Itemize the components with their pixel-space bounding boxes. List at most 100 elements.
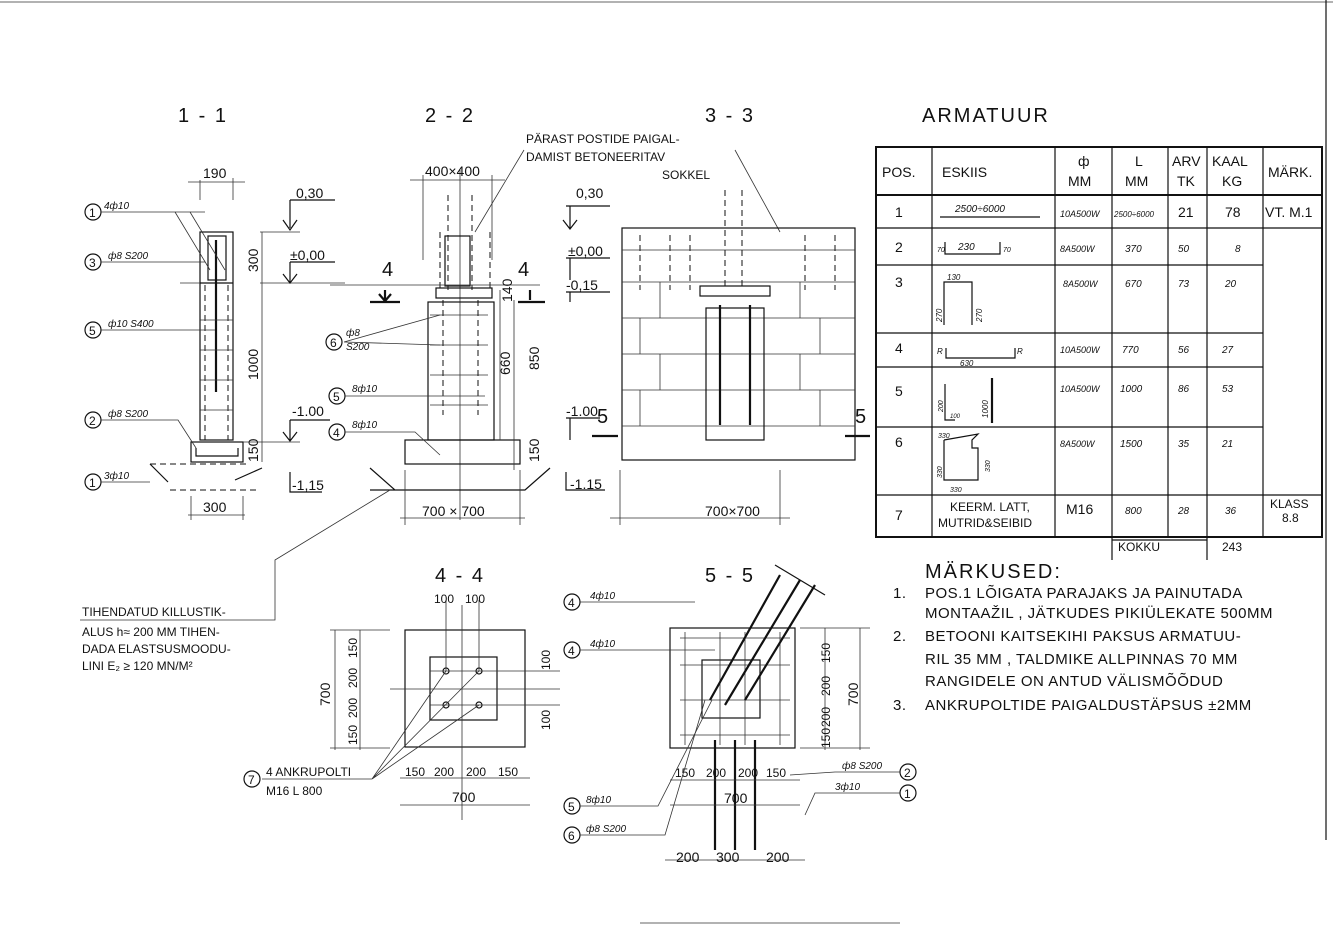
table-row: 5 200 100 1000 10A500W 1000 86 53 [895, 378, 1234, 423]
cut-marker-5-left: 5 [597, 406, 610, 428]
label: 2500÷6000 [1113, 210, 1155, 219]
note-1-line-2: MONTAAŽIL , JÄTKUDES PIKIÜLEKATE 500MM [925, 604, 1273, 622]
label: 70 [1003, 247, 1011, 254]
table-row: 2 230 70 70 8A500W 370 50 8 [895, 239, 1241, 255]
label: 4 [333, 426, 340, 440]
label: 4ф10 [104, 200, 129, 212]
label: 330 [985, 460, 992, 472]
block-pattern [622, 249, 855, 427]
table-row: 7 KEERM. LATT, MUTRID&SEIBID M16 800 28 … [895, 497, 1309, 530]
table-grid [876, 147, 1322, 560]
label: 7 [895, 507, 903, 523]
table-row: 6 330 330 330 330 8A500W 1500 35 21 [895, 433, 1233, 494]
label: 3 [89, 256, 96, 270]
callout-2: 2 ф8 S200 [84, 408, 197, 449]
note-2-line-3: RANGIDELE ON ANTUD VÄLISMÕÕDUD [925, 673, 1223, 690]
label: 5 [333, 390, 340, 404]
header-eskiis: ESKIIS [942, 164, 987, 180]
label: 50 [1178, 244, 1190, 255]
callout-6: 6 ф8 S200 [325, 314, 441, 353]
label: 330 [950, 487, 962, 494]
dim-660: 660 [497, 351, 513, 375]
label: 10A500W [1060, 345, 1101, 355]
label: TIHENDATUD KILLUSTIK- [82, 605, 226, 619]
label: MUTRID&SEIBID [938, 516, 1032, 530]
label: 100 [539, 650, 553, 670]
label: 10A500W [1060, 384, 1101, 394]
label: 330 [937, 466, 944, 478]
level-0-30: 0,30 [296, 185, 323, 201]
note-2-line-2: RIL 35 MM , TALDMIKE ALLPINNAS 70 MM [925, 651, 1238, 668]
footing-plan [404, 629, 526, 748]
label: 230 [957, 242, 975, 253]
notes: MÄRKUSED: 1. POS.1 LÕIGATA PARAJAKS JA P… [893, 561, 1273, 714]
label: 2500÷6000 [954, 204, 1005, 215]
dim-top-100-b: 100 [465, 592, 485, 606]
label: 200 [938, 400, 945, 413]
label: 1000 [981, 400, 990, 418]
callout-3: 3 ф8 S200 [84, 250, 205, 271]
label: 1000 [1120, 384, 1143, 395]
block-wall [621, 227, 856, 461]
label: 4 [568, 596, 575, 610]
label: 2 [89, 414, 96, 428]
label: 200 [434, 765, 454, 779]
label: 3 [895, 274, 903, 290]
level-minus-1-15-2: -1.15 [570, 476, 602, 492]
section-title-1-1: 1 - 1 [178, 105, 228, 127]
label: ф8 S200 [842, 760, 882, 772]
dim-300: 300 [245, 248, 261, 272]
label: LINI E₂ ≥ 120 MN/M² [82, 659, 193, 673]
label: 200 [706, 766, 726, 780]
section-title-5-5: 5 - 5 [705, 565, 755, 587]
callout-5-5-1: 1 3ф10 [804, 781, 917, 816]
label: 8.8 [1282, 511, 1299, 525]
label: 1500 [1120, 439, 1143, 450]
label: 6 [895, 434, 903, 450]
table-row: 1 2500÷6000 10A500W 2500÷6000 21 78 VT. … [895, 204, 1313, 220]
callout-4: 4 8ф10 [328, 419, 441, 456]
label: 200 [346, 698, 360, 718]
header-qty-unit: TK [1177, 173, 1196, 189]
label: 8ф10 [586, 794, 611, 806]
level-minus-0-15: -0,15 [566, 277, 598, 293]
total-label: KOKKU [1118, 540, 1160, 554]
dim-850: 850 [526, 346, 542, 370]
notes-title: MÄRKUSED: [925, 561, 1062, 583]
label: 800 [1125, 506, 1142, 517]
note-2-line-1: BETOONI KAITSEKIHI PAKSUS ARMATUU- [925, 628, 1241, 645]
label: 150 [346, 725, 360, 745]
label: 150 [766, 766, 786, 780]
label: 4 ANKRUPOLTI [266, 765, 351, 779]
label: 8A500W [1060, 244, 1096, 254]
dim-bottom-700: 700 [452, 789, 476, 805]
label: ф8 [346, 327, 360, 339]
label: M16 [1066, 501, 1093, 517]
cut-marker-4-left: 4 [382, 259, 395, 281]
sokkel-note-line1: PÄRAST POSTIDE PAIGAL- [526, 132, 680, 146]
footing-outline [190, 441, 244, 463]
label: 4 [568, 644, 575, 658]
level-0-00-2: ±0,00 [568, 243, 603, 259]
label: 2 [904, 766, 911, 780]
section-2-2: 2 - 2 PÄRAST POSTIDE PAIGAL- DAMIST BETO… [325, 105, 781, 525]
label: 8ф10 [352, 419, 377, 431]
table-row: 3 130 270 270 8A500W 670 73 20 [895, 273, 1237, 325]
label: 56 [1178, 345, 1190, 356]
footing-plan-5-5 [669, 627, 796, 749]
callout-5-5-2: 2 ф8 S200 [789, 760, 917, 781]
label: 4ф10 [590, 638, 615, 650]
callout-5-5-4a: 4 4ф10 [563, 590, 695, 611]
label: ф10 S400 [108, 318, 154, 330]
label: ф8 S200 [586, 823, 626, 835]
label: 300 [716, 849, 740, 865]
label: R [937, 347, 943, 356]
level-0-30-2: 0,30 [576, 185, 603, 201]
label: 150 [498, 765, 518, 779]
header-dia-unit: MM [1068, 173, 1091, 189]
section-5-5: 5 - 5 150 200 200 150 700 150 200 200 15… [563, 564, 917, 865]
label: DADA ELASTSUSMOODU- [82, 642, 231, 656]
callout-5-2: 5 8ф10 [328, 383, 485, 405]
label: 770 [1122, 345, 1139, 356]
